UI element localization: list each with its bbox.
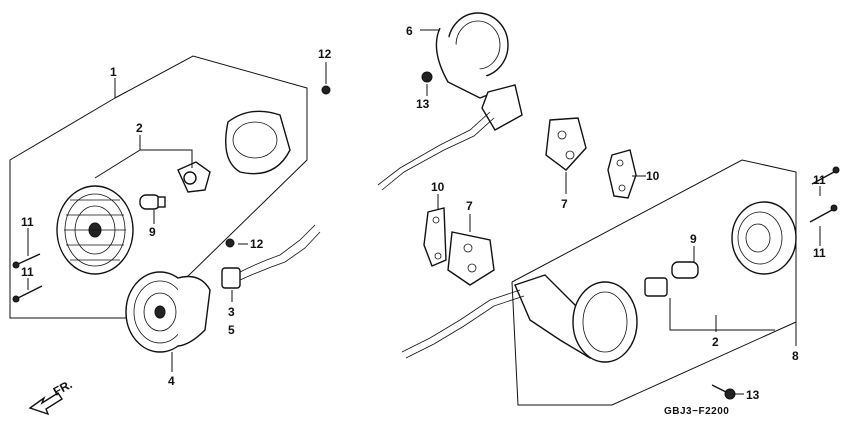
callout-3: 3 [228, 305, 235, 319]
screw-11-upper-left [12, 253, 41, 269]
drawing-code: GBJ3−F2200 [664, 406, 729, 417]
callout-10-upper: 10 [646, 169, 660, 183]
callout-5: 5 [228, 323, 235, 337]
callout-11-lower-right: 11 [813, 246, 826, 260]
screw-11-upper-right [811, 166, 840, 185]
bracket-10-lower [423, 207, 447, 267]
rear-turn-signal-lens [125, 271, 211, 353]
callout-11-lower-left: 11 [21, 265, 34, 279]
bulb-socket-left [177, 161, 211, 193]
callout-2-right: 2 [712, 335, 719, 349]
callout-9-left: 9 [149, 225, 156, 239]
callout-7-upper: 7 [561, 197, 568, 211]
wire-harness-socket [221, 224, 321, 289]
screw-11-lower-right [809, 204, 838, 223]
callout-11-upper-left: 11 [21, 215, 34, 229]
callout-1: 1 [110, 65, 117, 79]
turn-signal-housing-right [731, 201, 797, 275]
callout-13-upper: 13 [416, 97, 430, 111]
callout-13-lower: 13 [746, 388, 760, 402]
callout-11-upper-right: 11 [813, 173, 826, 187]
callout-2-left: 2 [136, 121, 143, 135]
turn-signal-upper-right [377, 12, 523, 191]
front-direction-arrow-icon [28, 392, 63, 416]
bracket-7-upper [545, 117, 587, 171]
assembly-frame-left [9, 55, 308, 319]
callout-6: 6 [406, 24, 413, 38]
bulb-left [139, 194, 166, 210]
screw-13-lower [711, 384, 736, 400]
bulb-right [671, 261, 699, 279]
screw-12-lower [225, 238, 235, 248]
screw-12-upper [321, 85, 331, 95]
front-turn-signal-lens [56, 185, 134, 275]
turn-signal-lower-right [401, 274, 638, 363]
screw-13-upper [421, 71, 433, 83]
callout-9-right: 9 [690, 232, 697, 246]
callout-4: 4 [168, 374, 175, 388]
leader-lines [27, 29, 821, 395]
callout-7-lower: 7 [466, 199, 473, 213]
turn-signal-housing-left [225, 110, 291, 175]
bracket-10-upper [607, 149, 637, 199]
callout-10-lower: 10 [431, 180, 445, 194]
bulb-socket-right [644, 277, 668, 297]
callout-8: 8 [792, 349, 799, 363]
callout-12-upper: 12 [318, 47, 332, 61]
bracket-7-lower [447, 231, 495, 286]
callout-12-lower: 12 [250, 237, 264, 251]
screw-11-lower-left [12, 285, 43, 303]
